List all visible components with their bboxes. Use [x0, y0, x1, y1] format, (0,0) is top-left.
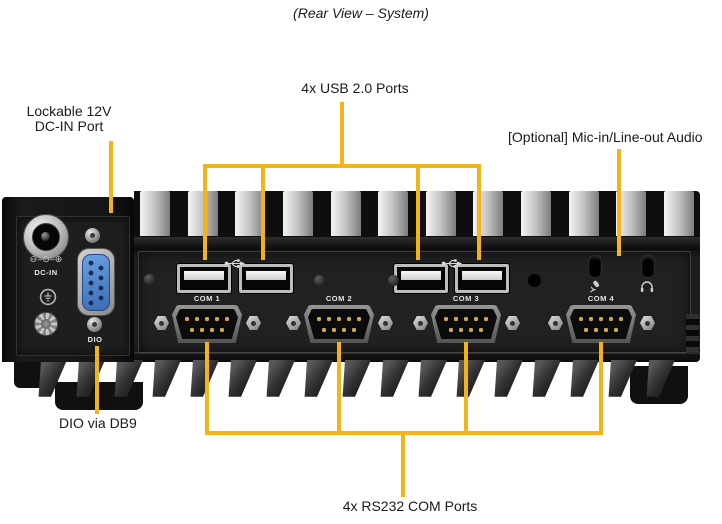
callout-audio: [Optional] Mic-in/Line-out Audio [508, 129, 703, 145]
usb-port-2 [239, 264, 293, 293]
com1-db9-face [176, 309, 238, 339]
com4-screw-left [548, 316, 563, 330]
leader-line-usb-stem [340, 102, 344, 166]
leader-line-com-drop-2 [337, 342, 341, 435]
dio-port-label: DIO [87, 335, 103, 344]
panel-bottom-edge [2, 352, 700, 354]
com1-label: COM 1 [193, 294, 221, 303]
leader-line-usb-drop-1 [203, 164, 207, 260]
leader-line-com-drop-3 [464, 342, 468, 435]
callout-dc-in-line1: Lockable 12V [26, 103, 112, 119]
dc-in-jack-pin [41, 232, 50, 241]
com2-screw-right [378, 316, 393, 330]
com3-db9-face [435, 309, 497, 339]
com3-screw-right [505, 316, 520, 330]
usb-port-1 [177, 264, 231, 293]
leader-line-com-stem [401, 431, 405, 497]
com4-label: COM 4 [587, 294, 615, 303]
callout-dc-in-line2: DC-IN Port [34, 118, 104, 134]
dio-screw-top [85, 228, 100, 243]
leader-line-usb-drop-3 [416, 164, 420, 260]
com2-screw-left [286, 316, 301, 330]
grounding-screw [34, 312, 58, 336]
bottom-heatsink-fins [36, 360, 686, 400]
com3-label: COM 3 [452, 294, 480, 303]
dc-in-port-label: DC-IN [34, 268, 58, 277]
mic-icon [589, 280, 602, 298]
leader-line-dio [95, 346, 99, 414]
callout-dc-in: Lockable 12V DC-IN Port [8, 104, 130, 134]
leader-line-usb-drop-4 [477, 164, 481, 260]
com1-screw-right [246, 316, 261, 330]
right-edge-fins [686, 314, 699, 354]
headphone-icon [640, 280, 654, 298]
leader-line-dc-in [109, 141, 113, 213]
panel-screw [144, 274, 155, 285]
ground-icon [39, 288, 57, 311]
dio-db9-face [82, 254, 110, 311]
usb-icon [224, 256, 246, 274]
mic-in-jack [588, 255, 602, 278]
com1-screw-left [154, 316, 169, 330]
leader-line-audio [617, 149, 621, 256]
leader-line-com-drop-4 [599, 342, 603, 435]
panel-screw [314, 275, 325, 286]
leader-line-usb-drop-2 [261, 164, 265, 260]
usb-icon [441, 256, 463, 274]
com2-db9-face [308, 309, 370, 339]
com2-label: COM 2 [325, 294, 353, 303]
figure-title: (Rear View – System) [293, 5, 429, 21]
callout-dio: DIO via DB9 [59, 415, 137, 431]
panel-screw [388, 275, 399, 286]
dc-polarity-icon: ⊖–⊙–⊕ [29, 254, 63, 264]
line-out-jack [641, 255, 655, 278]
usb-port-4 [455, 264, 509, 293]
com4-screw-right [640, 316, 655, 330]
dc-in-jack-barrel [32, 223, 60, 251]
leader-line-com-drop-1 [205, 342, 209, 435]
com3-screw-left [413, 316, 428, 330]
usb-port-3 [394, 264, 448, 293]
reset-hole [527, 273, 542, 288]
leader-line-usb-horizontal [203, 164, 481, 168]
callout-com: 4x RS232 COM Ports [342, 498, 478, 514]
callout-usb: 4x USB 2.0 Ports [301, 80, 409, 96]
com4-db9-face [570, 309, 632, 339]
dio-screw-bottom [87, 317, 102, 332]
